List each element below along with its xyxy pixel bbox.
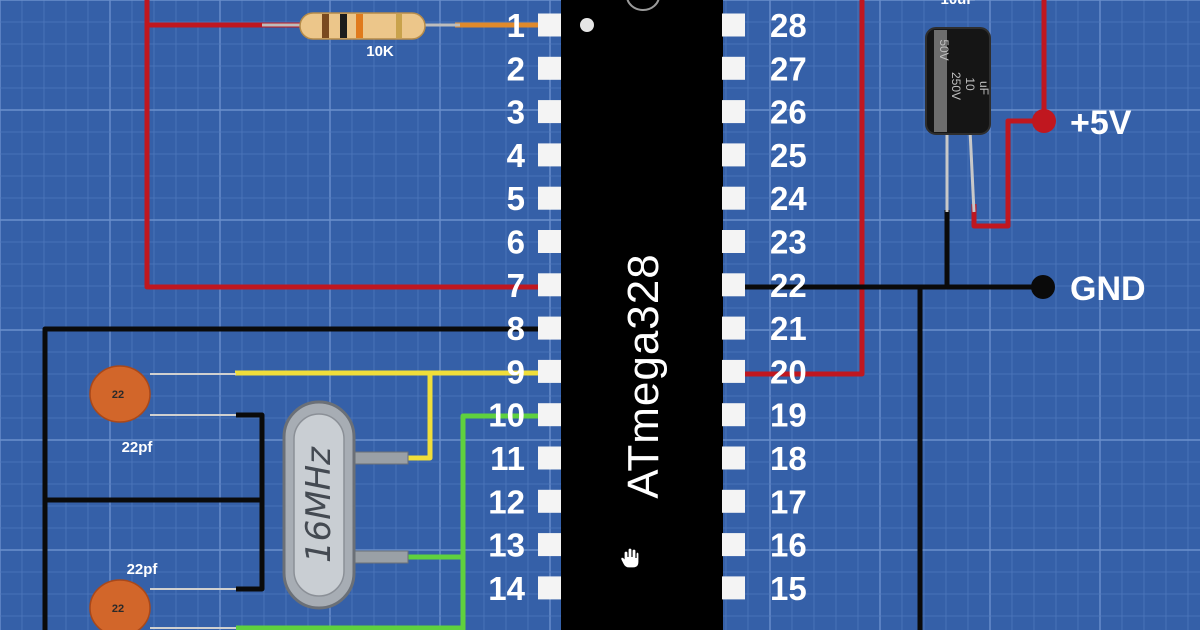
pin-number-23: 23 (770, 224, 807, 261)
pin-pad-12 (538, 489, 561, 513)
gnd-label: GND (1070, 270, 1146, 308)
pin-number-24: 24 (770, 180, 807, 217)
pin1-dot (580, 18, 594, 32)
pin-number-19: 19 (770, 397, 807, 434)
pin-pad-15 (722, 576, 745, 600)
pin-pad-8 (538, 316, 561, 340)
pin-pad-19 (722, 403, 745, 427)
pin-pad-17 (722, 489, 745, 513)
capacitor-1-code: 22 (112, 389, 124, 401)
gnd-terminal: GND (1031, 270, 1146, 308)
pin-number-18: 18 (770, 440, 807, 477)
pin-number-28: 28 (770, 7, 807, 44)
pin-pad-18 (722, 446, 745, 470)
chip-body (561, 0, 723, 630)
pin-pad-27 (722, 56, 745, 80)
pin-number-20: 20 (770, 353, 807, 390)
electrolytic-value: 10 (963, 77, 977, 91)
pin-number-1: 1 (507, 7, 525, 44)
crystal-oscillator: 16MHz (282, 400, 409, 610)
vcc-label: +5V (1070, 104, 1132, 142)
pin-number-13: 13 (488, 527, 525, 564)
pin-pad-25 (722, 143, 745, 167)
pin-pad-20 (722, 359, 745, 383)
resistor: 10K (262, 12, 460, 60)
pin-number-26: 26 (770, 94, 807, 131)
pin-number-2: 2 (507, 50, 525, 87)
chip-label: ATmega328 (619, 253, 668, 498)
pin-pad-2 (538, 56, 561, 80)
vcc-terminal: +5V (1032, 104, 1132, 142)
pin-number-4: 4 (507, 137, 526, 174)
capacitor-1: 22 22pf (89, 365, 236, 456)
right-pins: 28 27 26 25 24 23 22 21 20 19 18 17 16 15 (722, 7, 807, 607)
capacitor-2-label: 22pf (127, 561, 159, 578)
capacitor-2: 22 22pf (89, 561, 236, 630)
pin-number-17: 17 (770, 483, 807, 520)
electrolytic-voltage: 250V (949, 72, 963, 100)
pin-number-7: 7 (507, 267, 525, 304)
wire-cap1-gnd (236, 412, 265, 592)
chip-notch (626, 0, 660, 11)
pin-number-27: 27 (770, 50, 807, 87)
pin-pad-11 (538, 446, 561, 470)
wire-crystal-top (405, 373, 433, 461)
pin-number-12: 12 (488, 483, 525, 520)
crystal-label: 16MHz (299, 446, 339, 563)
wire-gnd-pin8 (42, 326, 540, 630)
pin-number-16: 16 (770, 527, 807, 564)
pin-number-15: 15 (770, 570, 807, 607)
capacitor-1-label: 22pf (122, 439, 154, 456)
pin-pad-28 (722, 13, 745, 37)
pin-pad-14 (538, 576, 561, 600)
pin-pad-5 (538, 186, 561, 210)
pin-pad-3 (538, 100, 561, 124)
pin-number-14: 14 (488, 570, 525, 607)
pin-pad-10 (538, 403, 561, 427)
pin-pad-26 (722, 100, 745, 124)
electrolytic-voltage-alt: 50V (937, 39, 951, 60)
pin-pad-23 (722, 230, 745, 253)
pin-number-5: 5 (507, 180, 525, 217)
wire-reset-loop (144, 0, 540, 290)
pin-pad-21 (722, 316, 745, 340)
wire-vcc-to-cap (971, 118, 1044, 229)
resistor-label: 10K (366, 43, 394, 60)
pin-pad-4 (538, 143, 561, 167)
pin-pad-13 (538, 533, 561, 557)
pin-pad-22 (722, 273, 745, 297)
pin-number-22: 22 (770, 267, 807, 304)
wire-pin20-vcc (745, 0, 865, 377)
pin-pad-6 (538, 230, 561, 253)
pin-pad-16 (722, 533, 745, 557)
pin-pad-9 (538, 359, 561, 383)
pin-number-8: 8 (507, 310, 525, 347)
electrolytic-unit: uF (977, 81, 991, 95)
pin-number-3: 3 (507, 94, 525, 131)
wires (42, 0, 1047, 630)
pin-number-6: 6 (507, 224, 525, 261)
pin-pad-7 (538, 273, 561, 297)
pin-number-11: 11 (490, 440, 525, 477)
pin-pad-1 (538, 13, 561, 37)
pin-number-9: 9 (507, 353, 525, 390)
pin-number-25: 25 (770, 137, 807, 174)
pin-number-10: 10 (488, 397, 525, 434)
pin-number-21: 21 (770, 310, 807, 347)
capacitor-2-code: 22 (112, 603, 124, 615)
pin-pad-24 (722, 186, 745, 210)
hand-cursor-icon (620, 547, 640, 569)
